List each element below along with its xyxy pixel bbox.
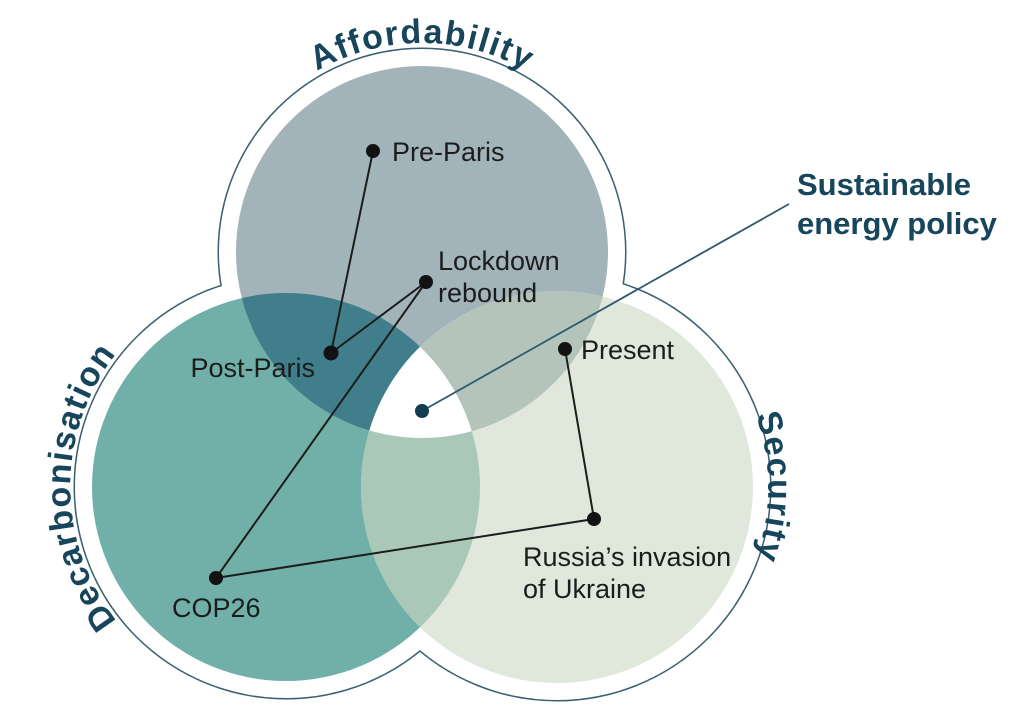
policy-pointer-line	[421, 203, 790, 412]
dot-pre-paris	[366, 144, 380, 158]
annotation-sustainable-line2: energy policy	[797, 206, 998, 241]
annotation-sustainable-line1: Sustainable	[797, 167, 971, 202]
dot-present	[558, 342, 572, 356]
dot-cop26	[209, 571, 223, 585]
label-russia-ukraine-line2: of Ukraine	[523, 574, 646, 604]
dot-post-paris	[323, 345, 339, 361]
label-pre-paris: Pre-Paris	[392, 137, 505, 167]
dot-lockdown-rebound	[419, 275, 433, 289]
overlap-affordability-security	[361, 291, 608, 438]
trend-path	[213, 150, 596, 580]
label-lockdown-rebound-line2: rebound	[438, 278, 537, 308]
label-cop26: COP26	[172, 593, 261, 623]
label-russia-ukraine-line1: Russia’s invasion	[523, 542, 731, 572]
label-lockdown-rebound-line1: Lockdown	[438, 246, 560, 276]
label-post-paris: Post-Paris	[190, 353, 315, 383]
policy-dot	[415, 404, 429, 418]
label-present: Present	[581, 335, 675, 365]
overlap-affordability-decarbonisation	[236, 293, 480, 438]
dot-russia-ukraine	[587, 512, 601, 526]
